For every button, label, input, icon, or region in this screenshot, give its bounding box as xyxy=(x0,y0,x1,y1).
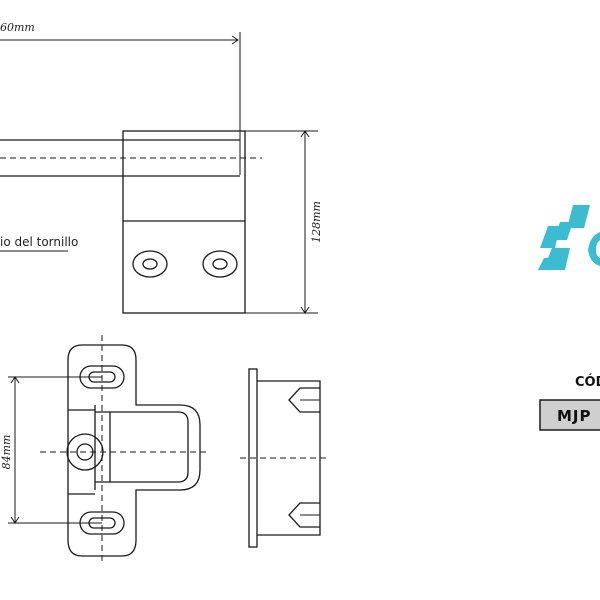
product-code-value: MJP xyxy=(557,407,592,425)
dimension-width-top: 60mm xyxy=(0,21,35,34)
top-view xyxy=(0,32,318,314)
dimension-height-front: 84mm xyxy=(0,435,13,470)
product-code-box xyxy=(539,399,600,431)
screw-label: io del tornillo xyxy=(0,235,78,249)
side-view xyxy=(240,368,330,548)
product-code-label: CÓD xyxy=(575,374,600,390)
front-view xyxy=(8,335,210,565)
brand-lightning-logo xyxy=(538,205,600,270)
dimension-height-side: 128mm xyxy=(310,201,323,243)
